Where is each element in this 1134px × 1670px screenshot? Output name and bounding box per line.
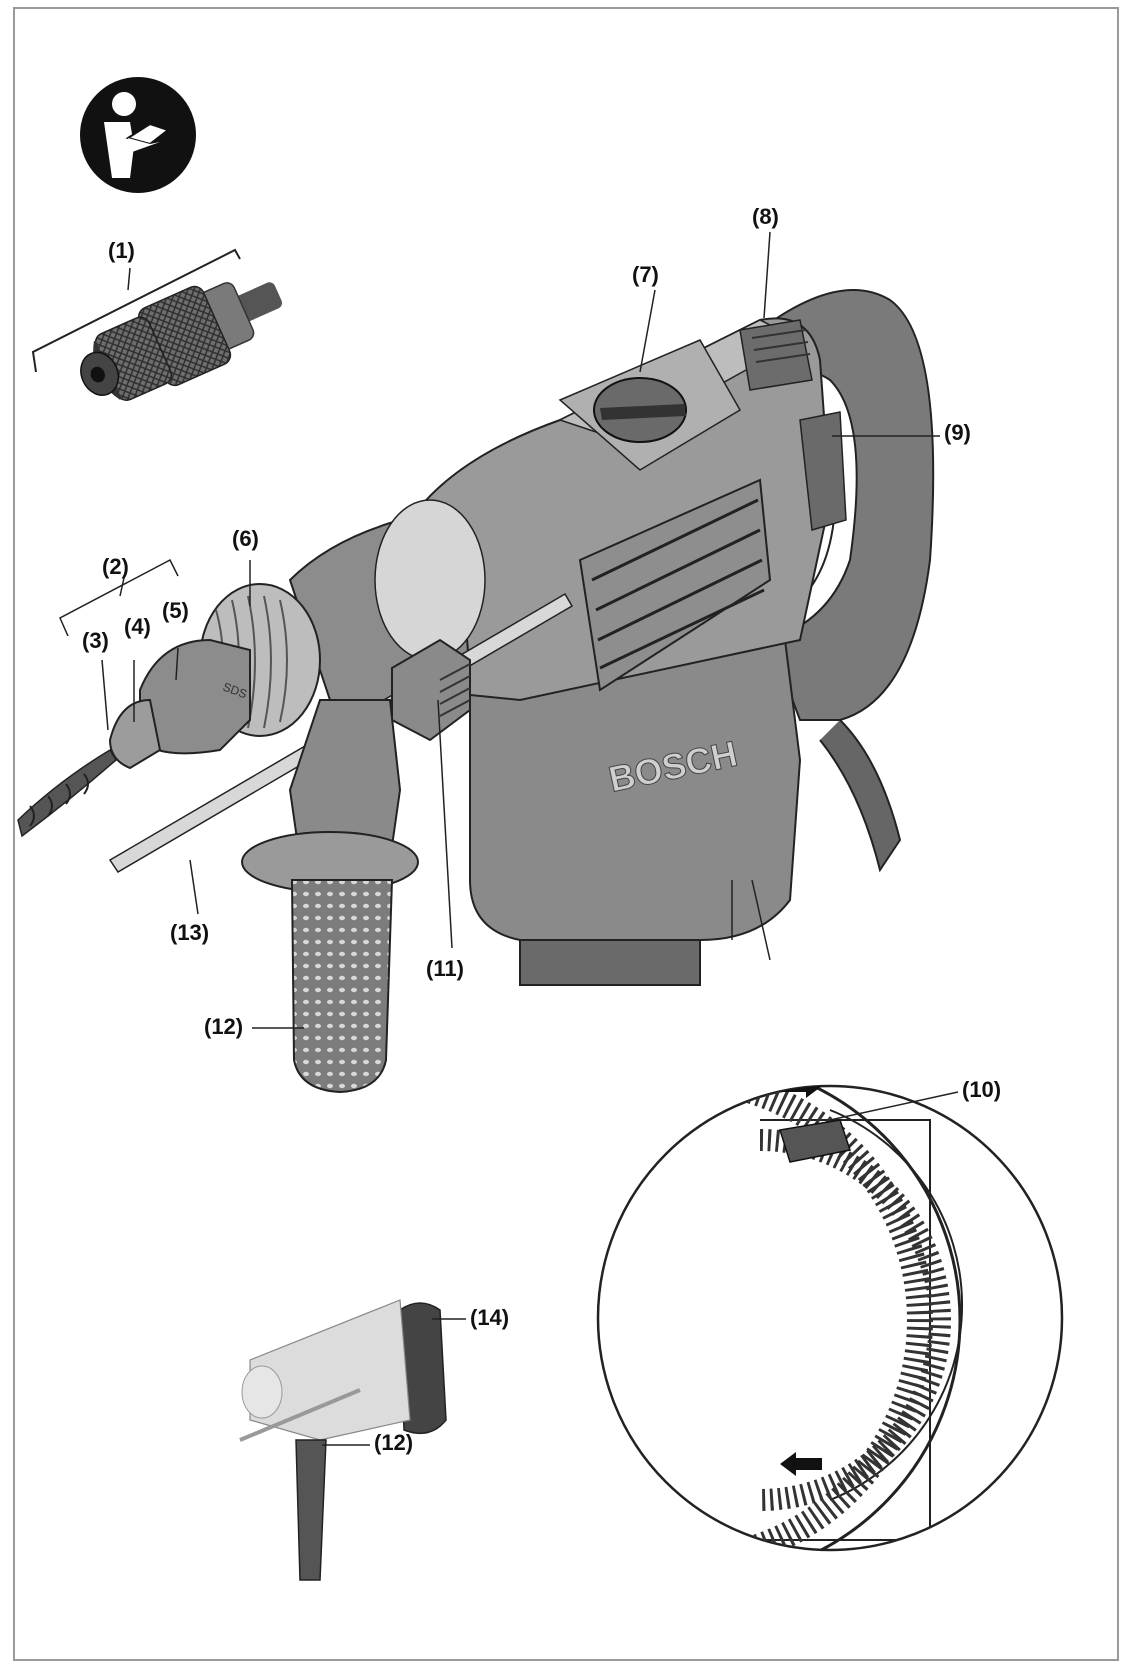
leader-lines bbox=[59, 231, 959, 1446]
vent-slots bbox=[578, 478, 772, 692]
callout-8: (8) bbox=[752, 204, 779, 229]
callout-10: (10) bbox=[962, 1077, 1002, 1102]
callout-11: (11) bbox=[426, 956, 464, 981]
zoom-leader bbox=[731, 879, 771, 961]
read-manual-icon bbox=[80, 77, 196, 193]
auxiliary-handle bbox=[241, 699, 419, 1094]
callout-12: (12) bbox=[204, 1014, 244, 1039]
teeth-ring bbox=[679, 1086, 951, 1550]
mode-selector-dial bbox=[558, 339, 742, 471]
callout-9: (9) bbox=[944, 420, 971, 445]
callout-1: (1) bbox=[108, 238, 135, 263]
arrow-left-icon bbox=[780, 1452, 822, 1476]
callout-13: (13) bbox=[170, 920, 210, 945]
callout-5: (5) bbox=[162, 598, 189, 623]
rotation-switch bbox=[779, 1119, 851, 1163]
callout-14: (14) bbox=[470, 1305, 510, 1330]
callout-7: (7) bbox=[632, 262, 659, 287]
rotary-hammer: BOSCH SDS bbox=[17, 289, 935, 1094]
callout-4: (4) bbox=[124, 614, 151, 639]
arrow-right-icon bbox=[780, 1086, 822, 1098]
page-frame bbox=[13, 7, 1119, 1661]
callout-12-small: (12) bbox=[374, 1430, 414, 1455]
callout-3: (3) bbox=[82, 628, 109, 653]
bracket-1 bbox=[31, 248, 241, 373]
keyless-chuck bbox=[31, 248, 283, 401]
callout-2: (2) bbox=[102, 554, 129, 579]
callout-6: (6) bbox=[232, 526, 259, 551]
small-hammer-view bbox=[239, 1299, 447, 1581]
detail-magnifier bbox=[596, 1084, 1064, 1552]
